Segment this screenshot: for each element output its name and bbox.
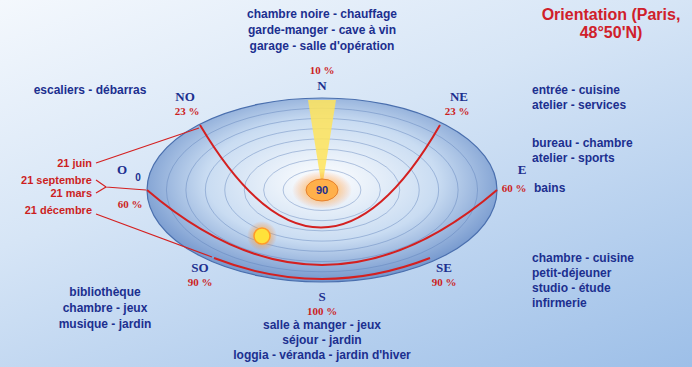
direction-label: SO: [191, 260, 208, 276]
leader-line: [96, 128, 199, 163]
origin-label: 0: [135, 172, 141, 183]
leader-lines: [96, 128, 212, 257]
direction-label: SE: [436, 260, 452, 276]
room-label: chambre - cuisine: [532, 251, 634, 265]
leader-line: [96, 214, 212, 257]
room-label: salle à manger - jeux: [263, 318, 381, 332]
percentage-label: 60 %: [118, 198, 143, 210]
december-path: [214, 258, 430, 279]
sun: [254, 228, 270, 244]
date-label: 21 décembre: [25, 204, 92, 216]
direction-label: N: [317, 78, 326, 94]
room-label: atelier - sports: [532, 151, 615, 165]
room-label: musique - jardin: [59, 317, 152, 331]
room-label: bureau - chambre: [532, 136, 633, 150]
title: Orientation (Paris, 48°50'N): [536, 6, 686, 42]
date-label: 21 mars: [50, 187, 92, 199]
room-label: entrée - cuisine: [532, 83, 620, 97]
room-label: atelier - services: [532, 98, 626, 112]
room-label: chambre noire - chauffage: [247, 7, 397, 21]
percentage-label: 60 %: [502, 182, 527, 194]
sun-glow: [247, 221, 277, 251]
room-label: garde-manger - cave à vin: [248, 23, 396, 37]
percentage-label: 23 %: [175, 105, 200, 117]
altitude-ring: [283, 170, 361, 211]
room-label: infirmerie: [532, 296, 587, 310]
room-label: garage - salle d'opération: [250, 39, 395, 53]
direction-label: NO: [175, 89, 195, 105]
direction-label: O: [117, 162, 127, 178]
direction-label: S: [318, 289, 325, 305]
room-label: bibliothèque: [69, 285, 140, 299]
room-label: petit-déjeuner: [532, 266, 611, 280]
percentage-label: 90 %: [188, 276, 213, 288]
room-label: escaliers - débarras: [34, 83, 147, 97]
leader-line: [96, 187, 106, 193]
percentage-label: 10 %: [310, 64, 335, 76]
room-label: chambre - jeux: [63, 301, 148, 315]
sun-paths: [147, 125, 497, 279]
sky-disc: [147, 98, 497, 282]
zenith-label: 90: [316, 184, 328, 196]
equinox-path: [147, 190, 497, 265]
percentage-label: 90 %: [432, 276, 457, 288]
room-label: séjour - jardin: [282, 333, 361, 347]
june-path: [200, 125, 440, 228]
date-label: 21 septembre: [21, 174, 92, 186]
room-label: loggia - véranda - jardin d'hiver: [233, 348, 411, 362]
room-label: studio - étude: [532, 281, 611, 295]
direction-label: NE: [450, 89, 468, 105]
percentage-label: 100 %: [307, 305, 337, 317]
direction-label: E: [518, 162, 527, 178]
zenith-glow: [292, 171, 352, 209]
percentage-label: 23 %: [445, 105, 470, 117]
room-label: bains: [534, 181, 565, 195]
date-label: 21 juin: [57, 157, 92, 169]
zenith-mark: [306, 179, 338, 201]
